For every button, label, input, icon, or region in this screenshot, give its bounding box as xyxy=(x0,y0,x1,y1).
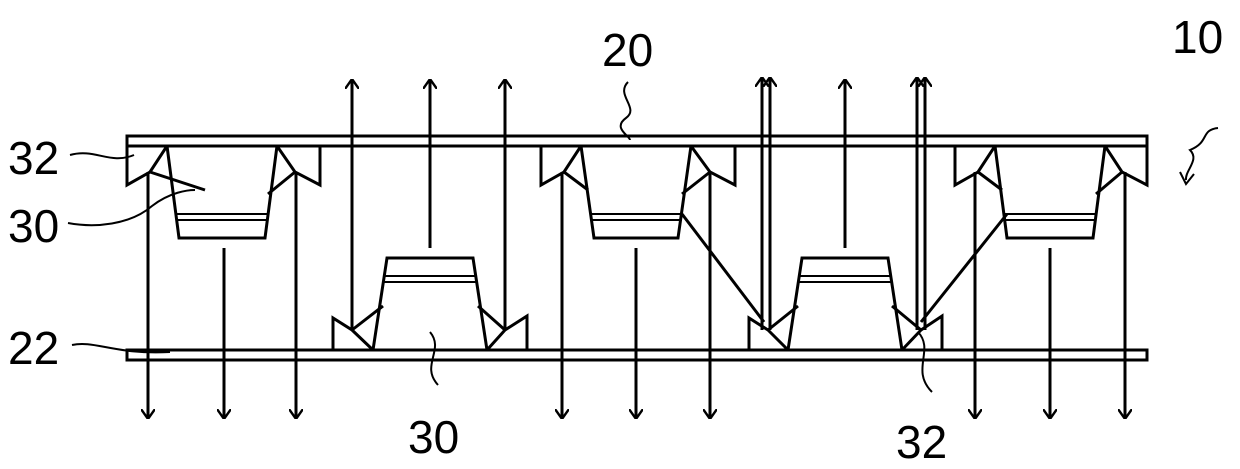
top-led-chip-2 xyxy=(541,146,735,238)
label-30-bottom: 30 xyxy=(408,411,459,463)
reflector-32 xyxy=(691,146,735,185)
label-32-left: 32 xyxy=(8,132,59,184)
top-led-chip-3 xyxy=(955,146,1147,238)
reflector-32 xyxy=(277,146,320,185)
label-30-left: 30 xyxy=(8,200,59,252)
label-20: 20 xyxy=(602,24,653,76)
label-32-bottom: 32 xyxy=(896,416,947,468)
bottom-led-chip-2 xyxy=(749,258,942,350)
label-10: 10 xyxy=(1172,11,1223,63)
label-22: 22 xyxy=(8,322,59,374)
bottom-led-chip-1 xyxy=(333,258,527,350)
top-led-chip-1 xyxy=(127,146,320,238)
